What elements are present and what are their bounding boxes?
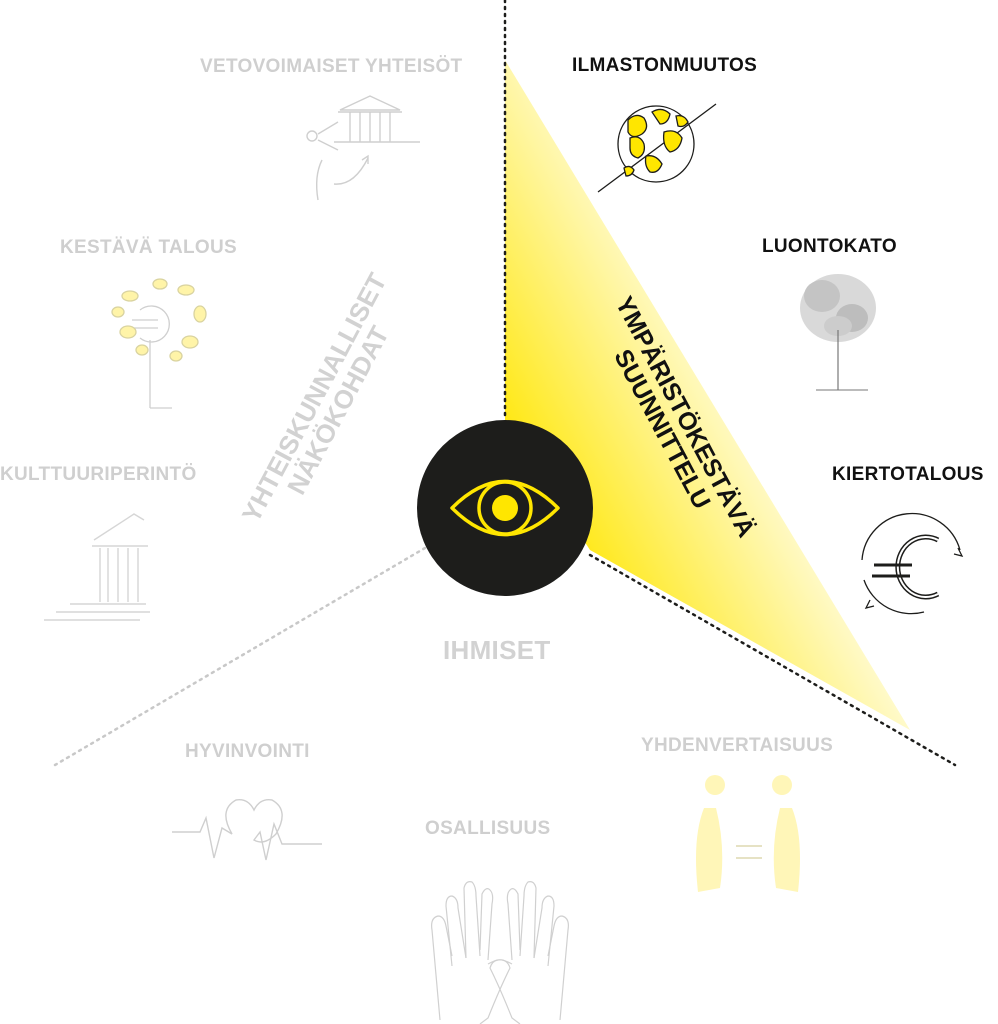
label-ilmastonmuutos: ILMASTONMUUTOS	[572, 55, 758, 76]
divider-lower-left	[53, 546, 427, 767]
building-icon	[306, 95, 420, 201]
label-kestava-talous: KESTÄVÄ TALOUS	[60, 237, 237, 258]
hands-icon	[431, 881, 569, 1024]
center-eye-badge	[417, 420, 593, 596]
tree-icon	[800, 274, 876, 391]
label-yhdenvertaisuus: YHDENVERTAISUUS	[641, 735, 834, 756]
label-hyvinvointi: HYVINVOINTI	[185, 741, 310, 762]
equality-icon	[696, 775, 800, 892]
label-kulttuuriperinto: KULTTUURIPERINTÖ	[0, 464, 197, 485]
eye-icon	[450, 479, 560, 537]
environment-sector-highlight	[505, 60, 910, 730]
label-luontokato: LUONTOKATO	[762, 236, 897, 257]
label-kiertotalous: KIERTOTALOUS	[832, 464, 984, 485]
heartbeat-icon	[172, 799, 322, 861]
money-tree-icon	[111, 278, 207, 409]
divider-lower-right	[588, 553, 957, 767]
euro-cycle-icon	[861, 512, 964, 615]
globe-icon	[597, 103, 717, 193]
people-sector-title: IHMISET	[443, 635, 551, 665]
label-osallisuus: OSALLISUUS	[425, 818, 551, 839]
label-vetovoimaiset-yhteisot: VETOVOIMAISET YHTEISÖT	[200, 56, 463, 77]
heritage-icon	[44, 513, 150, 621]
